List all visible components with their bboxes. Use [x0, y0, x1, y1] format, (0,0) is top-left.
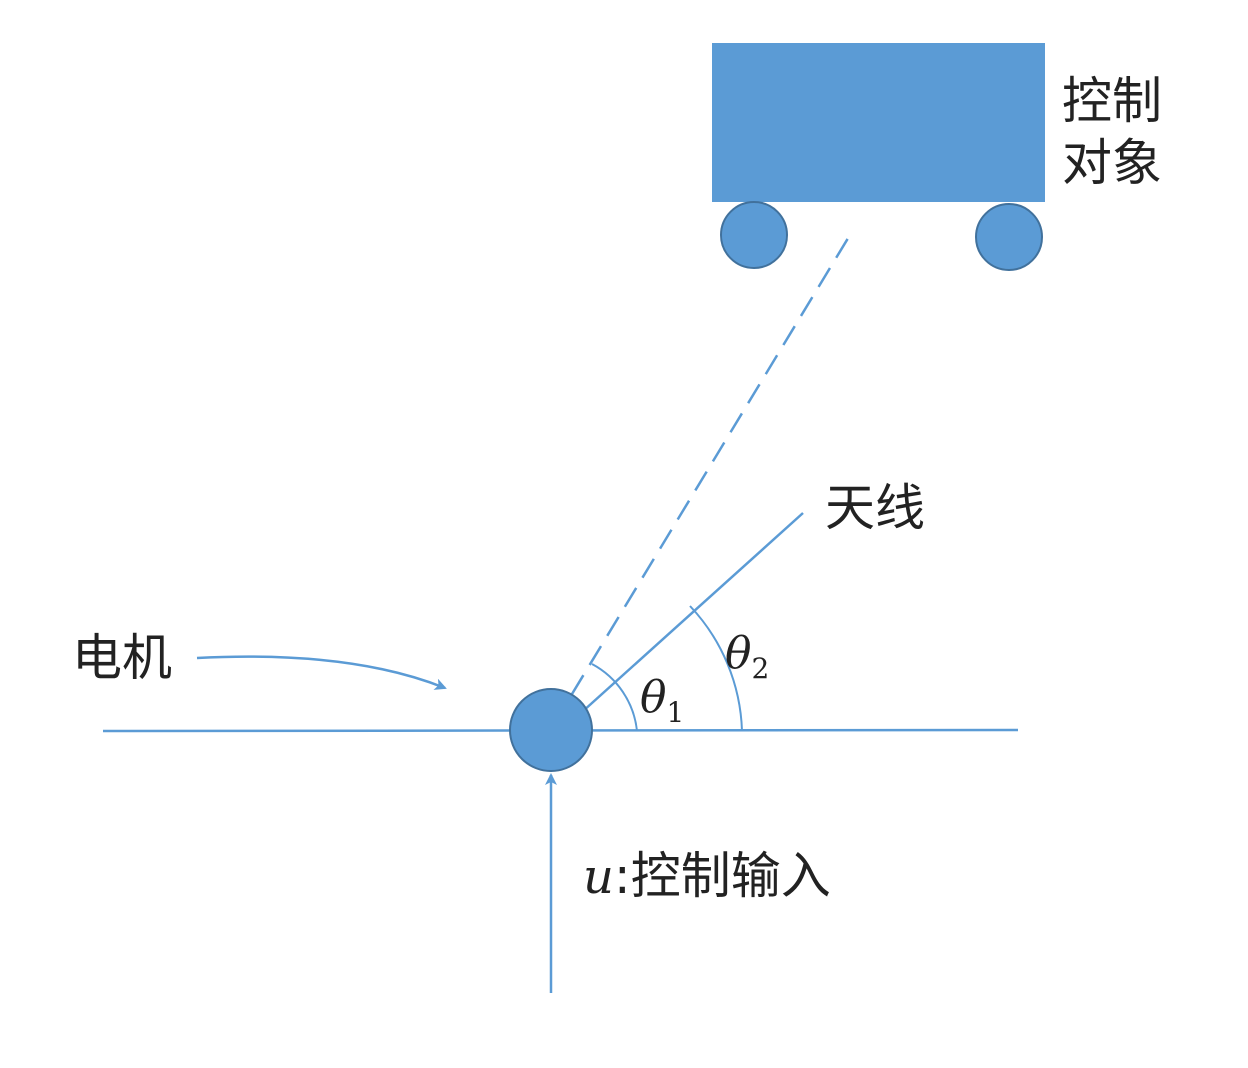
theta1-arc — [591, 663, 638, 732]
line-of-sight-dashed — [570, 229, 855, 695]
cart-body — [712, 43, 1045, 202]
control-input-label: u:控制输入 — [583, 847, 831, 905]
theta2-label: θ2 — [725, 628, 769, 685]
antenna-label: 天线 — [825, 479, 925, 537]
motor-pointer-arrow — [196, 655, 447, 690]
cart-wheel-left — [720, 201, 788, 269]
cart-wheel-right — [975, 203, 1043, 271]
object-label-line1: 控制 — [1062, 72, 1162, 130]
motor-label: 电机 — [72, 629, 172, 687]
object-label-line2: 对象 — [1062, 134, 1162, 192]
motor-circle — [509, 688, 593, 772]
theta2-arc — [689, 605, 743, 732]
theta1-label: θ1 — [640, 672, 684, 729]
antenna-line — [581, 512, 804, 713]
